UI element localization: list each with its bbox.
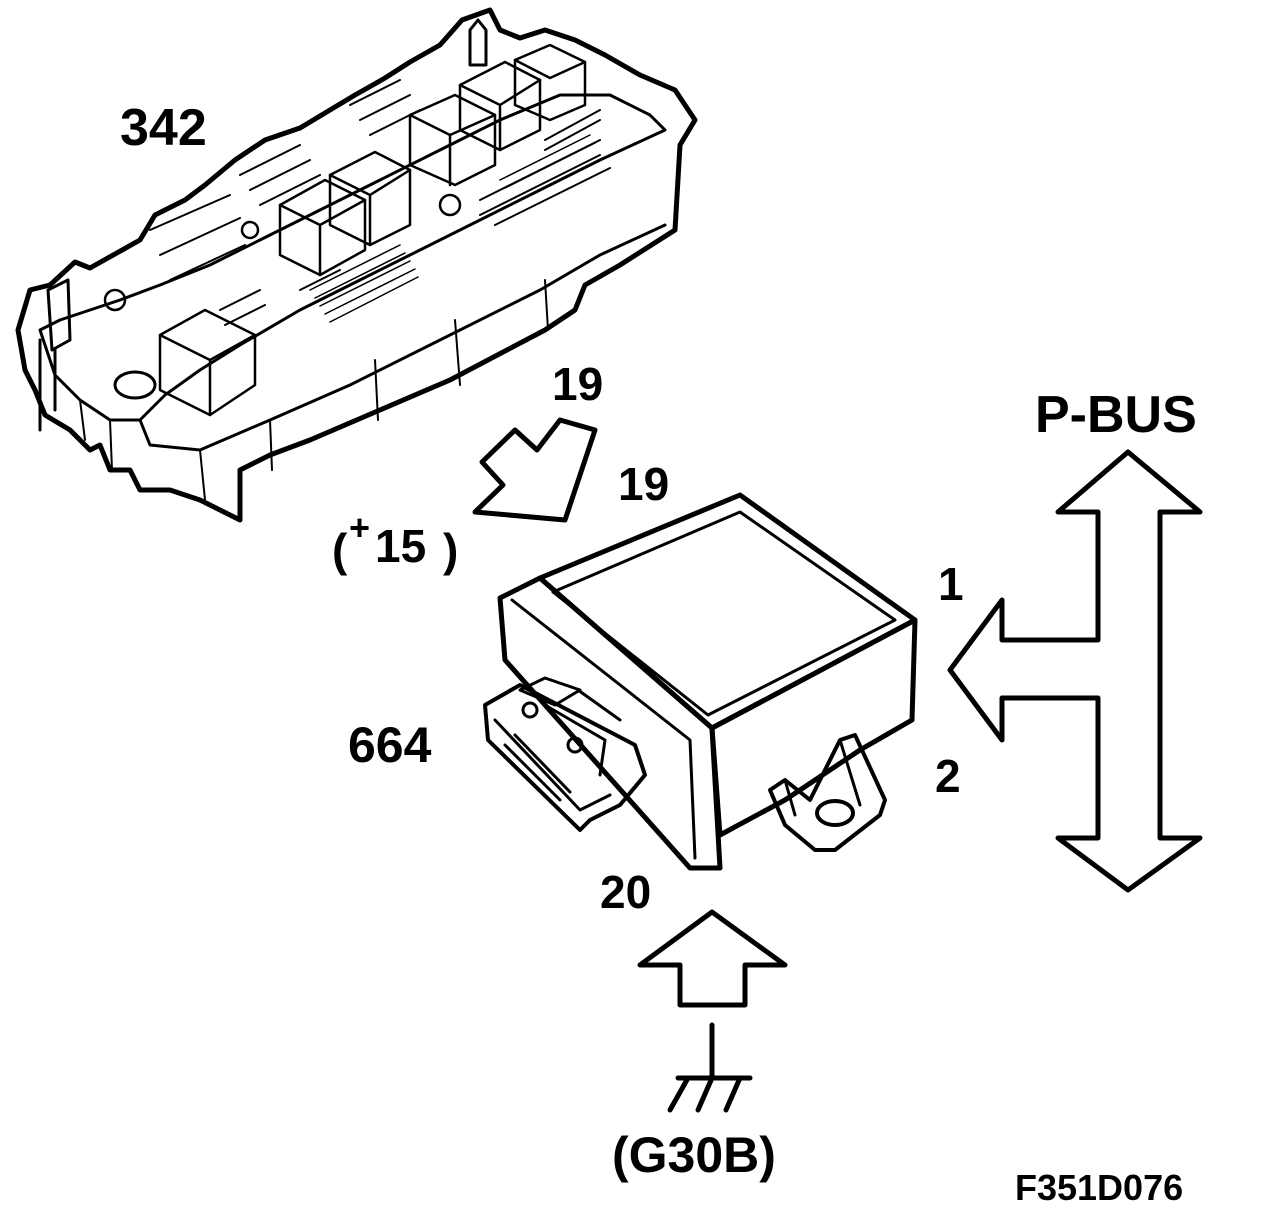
supply-terminal-15: 15 [375,520,426,572]
module-connector [483,676,647,832]
supply-plus-sign: + [349,507,370,548]
pin-19-label-module: 19 [618,458,669,510]
pin-19-label-top: 19 [552,358,603,410]
pin-1-label: 1 [938,558,964,610]
supply-paren-open: ( [332,524,348,576]
ground-arrow-icon [637,909,788,1008]
ground-point-label: (G30B) [612,1127,776,1183]
supply-arrow-icon [472,417,598,523]
pin-20-label: 20 [600,866,651,918]
pin-2-label: 2 [935,750,961,802]
ground-icon [667,1022,753,1113]
p-bus-arrow-icon [947,449,1203,893]
mounting-bracket [768,733,887,852]
figure-code: F351D076 [1015,1167,1183,1208]
p-bus-label: P-BUS [1035,386,1197,444]
fusebox-number: 342 [120,99,207,157]
control-module [483,492,918,871]
supply-paren-close: ) [443,524,458,576]
fuse-relay-box [15,7,698,523]
module-number: 664 [348,717,432,773]
